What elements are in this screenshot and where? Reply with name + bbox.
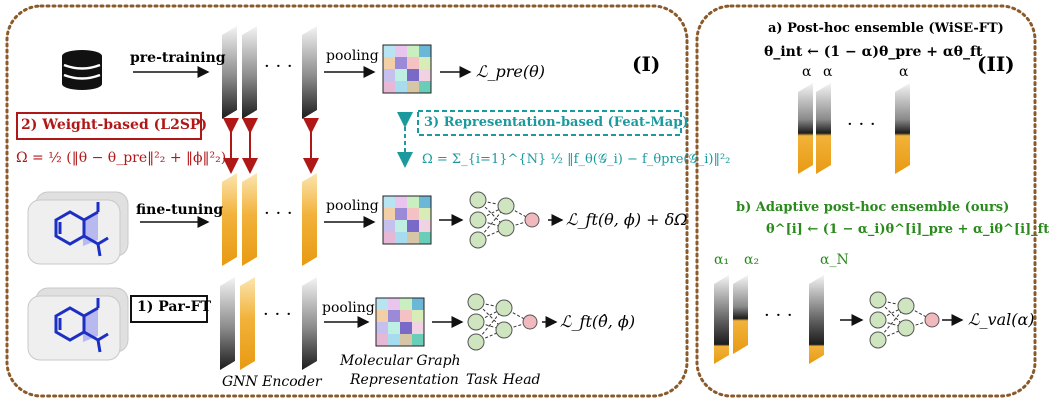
pooled-representation-grid [382, 44, 432, 94]
adaptive-title: b) Adaptive post-hoc ensemble (ours) [736, 200, 1010, 215]
parft-encoder-layers [220, 277, 317, 370]
wise-ft-ensemble-layers [798, 83, 910, 174]
pretrain-encoder-layers [222, 26, 317, 119]
loss-pre: ℒ_pre(θ) [476, 62, 545, 81]
pooling-label: pooling [326, 198, 379, 214]
molecule-icon [27, 191, 129, 265]
pooling-label: pooling [326, 48, 379, 64]
pooled-representation-grid [382, 195, 432, 245]
task-head-network [469, 191, 540, 249]
dots: · · · [764, 305, 793, 326]
dots: · · · [263, 304, 292, 325]
wise-ft-title: a) Post-hoc ensemble (WiSE-FT) [768, 21, 1004, 36]
task-head-network [869, 291, 940, 349]
task-head-label: Task Head [466, 372, 541, 388]
alpha-label: α [823, 64, 833, 80]
panel-II-border [695, 4, 1037, 398]
adaptive-formula: θ^[i] ← (1 − α_i)θ^[i]_pre + α_iθ^[i]_ft [766, 222, 1049, 237]
pretrain-label: pre-training [130, 50, 226, 66]
finetune-label: fine-tuning [136, 202, 224, 218]
pooled-representation-grid [375, 297, 425, 347]
loss-val: ℒ_val(α) [968, 310, 1035, 329]
finetune-encoder-layers [222, 173, 317, 266]
alpha-label: α [802, 64, 812, 80]
representation-based-label: 3) Representation-based (Feat-Map) [424, 115, 689, 130]
parft-box [130, 295, 208, 323]
alpha-label: α [899, 64, 909, 80]
dots: · · · [847, 114, 876, 135]
alpha-1-label: α₁ [714, 252, 730, 268]
database-icon [62, 50, 102, 90]
dots: · · · [264, 203, 293, 224]
parft-label: 1) Par-FT [137, 299, 212, 315]
wise-ft-formula: θ_int ← (1 − α)θ_pre + αθ_ft [764, 44, 983, 60]
mol-graph-repr-label: Molecular Graph [340, 353, 461, 369]
panel-I-border [5, 4, 689, 398]
alpha-2-label: α₂ [744, 252, 760, 268]
adaptive-ensemble-layers [714, 275, 824, 364]
panel-I-tag: (I) [632, 52, 661, 76]
weight-based-label: 2) Weight-based (L2SP) [21, 117, 208, 133]
gnn-encoder-label: GNN Encoder [222, 374, 322, 390]
weight-based-box [16, 112, 202, 140]
mol-graph-repr-label: Representation [350, 372, 459, 388]
alpha-n-label: α_N [820, 252, 849, 268]
representation-formula: Ω = Σ_{i=1}^{N} ½ ‖f_θ(𝒢_i) − f_θpre(𝒢_i… [422, 152, 731, 167]
dots: · · · [264, 56, 293, 77]
task-head-network [467, 293, 538, 351]
weight-formula: Ω = ½ (‖θ − θ_pre‖²₂ + ‖ϕ‖²₂) [16, 150, 227, 166]
panel-II-tag: (II) [977, 52, 1015, 76]
loss-ft-hat: ℒ_ft(θ̂, ϕ) [560, 312, 636, 331]
representation-based-box [417, 110, 682, 136]
molecule-icon [27, 287, 129, 361]
pooling-label: pooling [322, 300, 375, 316]
loss-ft: ℒ_ft(θ, ϕ) + δΩ [566, 210, 688, 229]
